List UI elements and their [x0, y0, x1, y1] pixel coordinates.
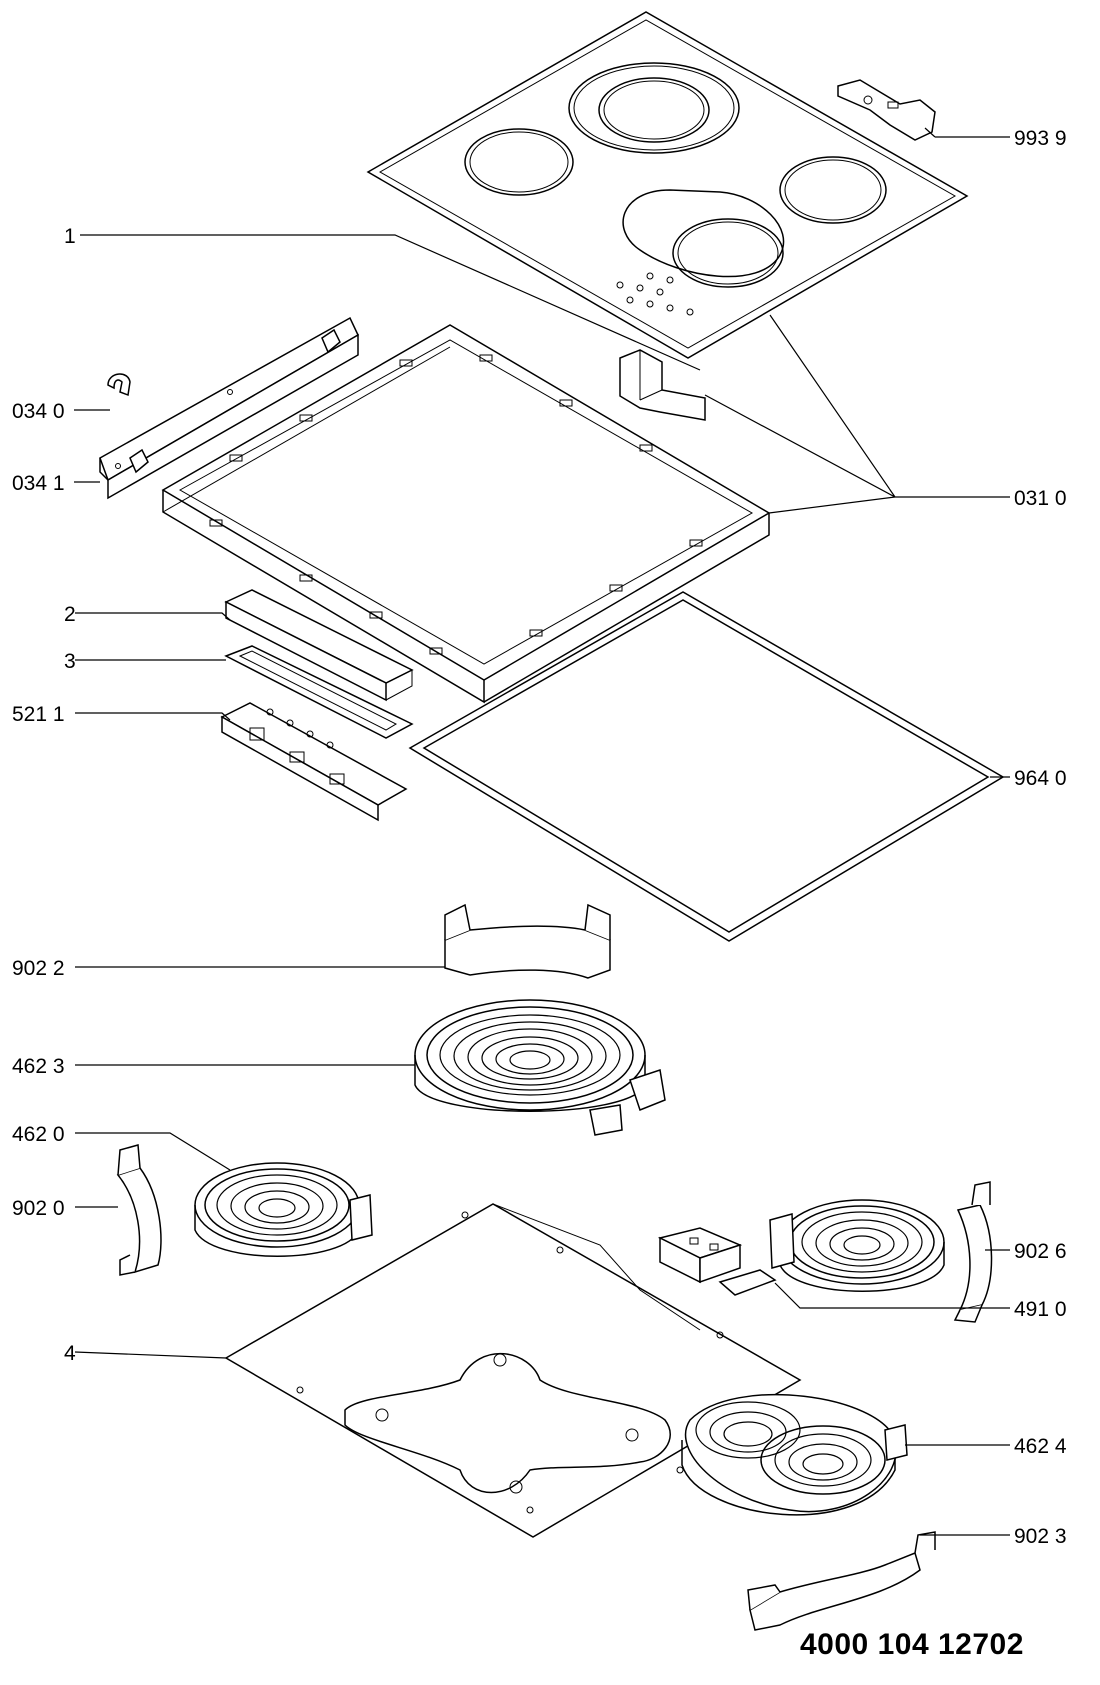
hob-zone-oval	[622, 189, 785, 288]
bracket-993-9	[837, 79, 936, 141]
bracket-902-0	[116, 1144, 162, 1276]
bracket-902-6	[953, 1181, 993, 1323]
label-034-1: 034 1	[12, 472, 65, 495]
base-tray-4	[224, 1203, 802, 1538]
bracket-902-2	[444, 903, 611, 979]
label-462-3: 462 3	[12, 1055, 65, 1078]
label-964-0: 964 0	[1014, 767, 1067, 790]
hob-zone-left	[464, 128, 574, 196]
label-4: 4	[64, 1342, 76, 1365]
label-993-9: 993 9	[1014, 127, 1067, 150]
radiant-element-462-4	[681, 1393, 908, 1516]
control-board-521-1	[220, 702, 408, 822]
clip-034-0	[107, 373, 131, 397]
document-number: 4000 104 12702	[800, 1628, 1024, 1661]
label-491-0: 491 0	[1014, 1298, 1067, 1321]
label-034-0: 034 0	[12, 400, 65, 423]
label-521-1: 521 1	[12, 703, 65, 726]
label-2: 2	[64, 603, 76, 626]
front-bracket-1	[619, 349, 706, 421]
radiant-element-462-0	[194, 1162, 373, 1257]
radiant-element-right	[769, 1199, 945, 1292]
part-labels: 993 9 1 034 0 034 1 031 0 2 3 521 1 964 …	[12, 127, 1067, 1548]
bracket-902-3	[747, 1531, 936, 1631]
rail-clips	[129, 328, 341, 474]
hob-zone-right	[779, 156, 887, 224]
temperature-limiter-491-0	[657, 1227, 777, 1296]
label-031-0: 031 0	[1014, 487, 1067, 510]
hob-zone-rear-large	[568, 62, 740, 154]
label-902-2: 902 2	[12, 957, 65, 980]
label-902-0: 902 0	[12, 1197, 65, 1220]
label-1: 1	[64, 225, 76, 248]
label-3: 3	[64, 650, 76, 673]
label-462-4: 462 4	[1014, 1435, 1067, 1458]
seal-3	[224, 645, 414, 739]
side-rail-034-1	[99, 316, 359, 500]
frame-031-0	[161, 324, 771, 704]
label-902-3: 902 3	[1014, 1525, 1067, 1548]
leader-lines	[74, 127, 1010, 1536]
control-bracket-2	[224, 589, 414, 702]
label-902-6: 902 6	[1014, 1240, 1067, 1263]
ceramic-glass-top	[366, 11, 969, 359]
radiant-element-462-3	[414, 999, 666, 1136]
frame-slots	[209, 354, 703, 655]
touch-control-dots	[616, 272, 694, 316]
label-462-0: 462 0	[12, 1123, 65, 1146]
